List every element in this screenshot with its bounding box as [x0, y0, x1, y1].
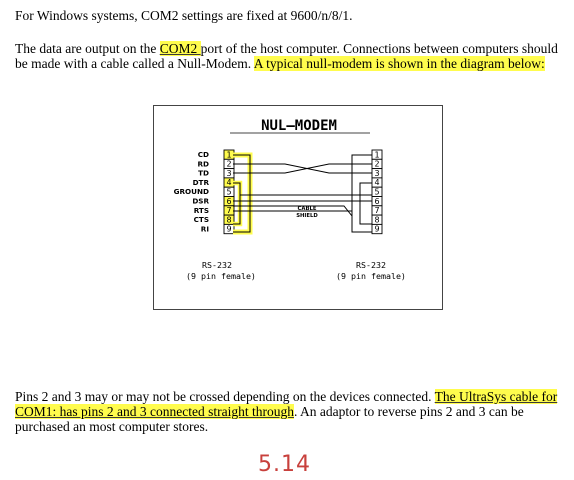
right-pin-number-3: 3 — [374, 169, 379, 178]
paragraph-null-modem-intro: The data are output on the COM2 port of … — [15, 41, 567, 71]
wire-td-to-rd — [233, 163, 372, 174]
wire-rd-to-td — [233, 163, 372, 174]
paragraph-pin-crossing: Pins 2 and 3 may or may not be crossed d… — [15, 389, 570, 434]
wire-shield — [233, 205, 353, 217]
right-jumpers — [351, 154, 372, 233]
right-pin-number-6: 6 — [374, 197, 379, 206]
right-pin-number-4: 4 — [374, 178, 379, 187]
left-pin-number-3: 3 — [226, 169, 231, 178]
com2-settings-text: For Windows systems, COM2 settings are f… — [15, 8, 353, 23]
right-pin-number-9: 9 — [374, 225, 379, 234]
right-pin-number-1: 1 — [374, 150, 379, 159]
right-pin-number-5: 5 — [374, 188, 379, 197]
signal-label-dtr: DTR — [193, 178, 210, 187]
pin-crossing-text: Pins 2 and 3 may or may not be crossed d… — [15, 389, 435, 404]
left-pin-box-9 — [223, 223, 235, 235]
signal-label-rd: RD — [197, 159, 209, 168]
right-pin-number-2: 2 — [374, 160, 379, 169]
signal-label-dsr: DSR — [192, 197, 209, 206]
signal-label-rts: RTS — [194, 206, 209, 215]
left-pin-number-5: 5 — [226, 188, 231, 197]
left-pin-number-2: 2 — [226, 160, 231, 169]
com2-highlight: COM2 — [159, 41, 201, 56]
left-jumper-dtr-rts — [233, 182, 241, 225]
left-jumpers — [233, 152, 253, 235]
right-pin-box-9 — [371, 223, 383, 235]
intro-text-middle: port of the host computer. Connections b… — [15, 41, 558, 71]
intro-text-start: The data are output on the — [15, 41, 160, 56]
right-jumper-cd-cts — [351, 154, 372, 233]
left-jumper-cd-cts — [233, 154, 251, 233]
right-caption-rs232: RS-232 — [356, 260, 386, 270]
left-pin-number-7: 7 — [226, 206, 231, 215]
left-pin-number-4: 4 — [226, 178, 231, 187]
right-caption-9pin: (9 pin female) — [336, 271, 406, 281]
diagram-title: NUL—MODEM — [261, 118, 337, 134]
signal-label-td: TD — [198, 169, 209, 178]
signal-label-cd: CD — [198, 150, 209, 159]
left-pin-number-9: 9 — [226, 225, 231, 234]
signal-label-ri: RI — [201, 224, 210, 233]
signal-label-cts: CTS — [194, 215, 209, 224]
paragraph-com2-settings: For Windows systems, COM2 settings are f… — [15, 8, 565, 23]
left-caption-rs232: RS-232 — [202, 260, 232, 270]
right-pin-number-8: 8 — [374, 215, 379, 224]
adaptor-text: . An adaptor to reverse pins 2 and 3 can… — [15, 404, 524, 434]
cross-wires — [233, 163, 372, 217]
right-pin-number-7: 7 — [374, 206, 379, 215]
shield-label: SHIELD — [296, 213, 318, 219]
left-pin-number-6: 6 — [226, 197, 231, 206]
left-pin-number-1: 1 — [226, 150, 231, 159]
right-jumper-dtr-rts — [359, 182, 372, 225]
left-caption-9pin: (9 pin female) — [186, 271, 256, 281]
null-modem-highlight: A typical null-modem is shown in the dia… — [253, 56, 545, 71]
left-pin-number-8: 8 — [226, 215, 231, 224]
handwritten-note: 5.14 — [258, 452, 311, 477]
signal-label-ground: GROUND — [174, 187, 209, 196]
cable-label: CABLE — [297, 206, 316, 212]
